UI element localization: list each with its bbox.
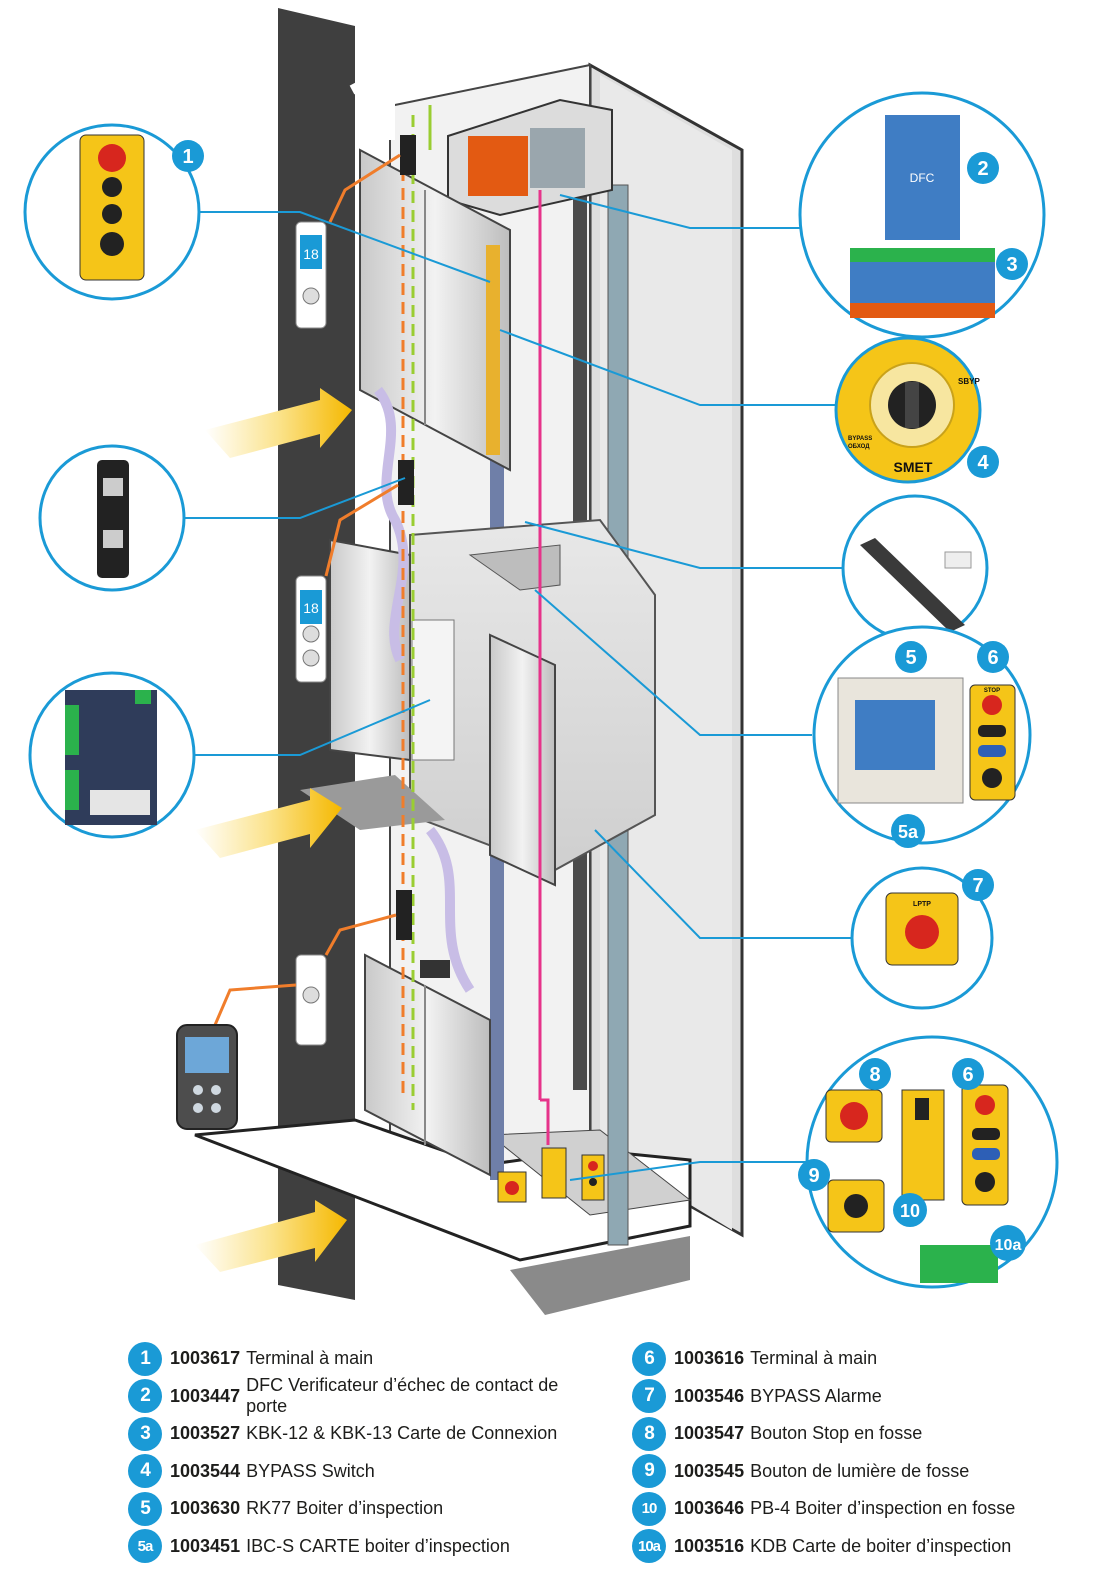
legend-item: 1 1003617 Terminal à main: [128, 1340, 598, 1378]
sbyp-label: SBYP: [958, 377, 980, 386]
part-code: 1003630: [170, 1498, 241, 1519]
callout-label: 5a: [898, 822, 919, 842]
part-description: KBK-12 & KBK-13 Carte de Connexion: [246, 1423, 558, 1444]
parts-legend-left: 1 1003617 Terminal à main 2 1003447 DFC …: [128, 1340, 598, 1565]
part-description: Bouton Stop en fosse: [750, 1423, 923, 1444]
legend-item: 6 1003616 Terminal à main: [632, 1340, 1100, 1378]
callout-label: 10: [900, 1201, 920, 1221]
stop-label: STOP: [984, 688, 1000, 694]
callout-circle-4: SMET SBYP BYPASS ОБХОД 4: [834, 336, 999, 484]
lptp-label: LPTP: [913, 901, 931, 908]
legend-item: 4 1003544 BYPASS Switch: [128, 1453, 598, 1491]
callout-label: 3: [1006, 254, 1017, 276]
landing-door-lower: [364, 953, 491, 1177]
bypass-label: BYPASS: [848, 436, 872, 442]
part-code: 1003617: [170, 1348, 241, 1369]
part-description: RK77 Boiter d’inspection: [246, 1498, 444, 1519]
floor-display-middle: 18: [303, 600, 319, 616]
pit-inspection-box-device: [541, 1147, 567, 1199]
legend-badge: 6: [632, 1341, 666, 1376]
legend-badge: 5: [128, 1491, 162, 1526]
landing-door-upper: [359, 148, 511, 472]
callout-label: 5: [905, 647, 916, 669]
legend-item: 7 1003546 BYPASS Alarme: [632, 1378, 1100, 1416]
part-description: Terminal à main: [246, 1348, 374, 1369]
part-code: 1003646: [674, 1498, 745, 1519]
legend-badge: 2: [128, 1379, 162, 1414]
legend-badge: 3: [128, 1416, 162, 1451]
callout-label: 8: [869, 1064, 880, 1086]
legend-badge: 5a: [128, 1529, 162, 1564]
part-description: BYPASS Switch: [246, 1460, 375, 1481]
callout-label: 2: [977, 158, 988, 180]
callout-circle-pit-devices: 8 6 9 10 10a: [798, 1035, 1059, 1289]
elevator-shaft-diagram: 18 18: [23, 8, 1059, 1315]
part-code: 1003544: [170, 1460, 241, 1481]
legend-badge: 8: [632, 1416, 666, 1451]
floor-display-upper: 18: [303, 246, 319, 262]
part-code: 1003447: [170, 1385, 241, 1406]
landing-door-middle: [329, 538, 411, 762]
door-lock-lower: [396, 890, 412, 940]
legend-item: 3 1003527 KBK-12 & KBK-13 Carte de Conne…: [128, 1415, 598, 1453]
entry-arrow-top: [205, 388, 352, 458]
callout-label: 10a: [995, 1237, 1022, 1254]
callout-label: 4: [977, 452, 989, 474]
door-lock-upper: [400, 135, 416, 175]
part-code: 1003545: [674, 1460, 745, 1481]
callout-label: 7: [972, 875, 983, 897]
part-description: Bouton de lumière de fosse: [750, 1460, 970, 1481]
callout-circle-2-3: DFC 2 3: [798, 91, 1046, 339]
callout-circle-7: LPTP 7: [850, 866, 994, 1010]
callout-label: 6: [987, 647, 998, 669]
legend-item: 9 1003545 Bouton de lumière de fosse: [632, 1453, 1100, 1491]
smet-label: SMET: [894, 459, 933, 475]
part-description: IBC-S CARTE boiter d’inspection: [246, 1535, 510, 1556]
part-code: 1003451: [170, 1535, 241, 1556]
legend-badge: 4: [128, 1454, 162, 1489]
legend-badge: 10: [632, 1491, 666, 1526]
legend-item: 10a 1003516 KDB Carte de boiter d’inspec…: [632, 1528, 1100, 1566]
callout-circle-5-6: STOP 5 6 5a: [812, 625, 1032, 848]
legend-badge: 10a: [632, 1529, 666, 1564]
parts-legend-right: 6 1003616 Terminal à main 7 1003546 BYPA…: [632, 1340, 1100, 1565]
callout-circle-control-board: [28, 671, 196, 839]
part-description: BYPASS Alarme: [750, 1385, 882, 1406]
legend-badge: 9: [632, 1454, 666, 1489]
part-description: PB-4 Boiter d’inspection en fosse: [750, 1498, 1016, 1519]
legend-item: 8 1003547 Bouton Stop en fosse: [632, 1415, 1100, 1453]
part-code: 1003527: [170, 1423, 241, 1444]
legend-badge: 7: [632, 1379, 666, 1414]
callout-circle-sensor: [841, 494, 989, 642]
callout-circle-door-lock: [38, 444, 186, 592]
part-description: KDB Carte de boiter d’inspection: [750, 1535, 1012, 1556]
callout-label: 9: [808, 1165, 819, 1187]
part-code: 1003616: [674, 1348, 745, 1369]
entry-arrow-bottom: [195, 1200, 347, 1272]
callout-label: 1: [182, 146, 193, 168]
door-lock-middle: [398, 460, 414, 505]
handheld-terminal: [176, 1024, 238, 1130]
part-description: Terminal à main: [750, 1348, 878, 1369]
legend-item: 5 1003630 RK77 Boiter d’inspection: [128, 1490, 598, 1528]
entry-arrow-middle: [195, 788, 342, 858]
legend-item: 10 1003646 PB-4 Boiter d’inspection en f…: [632, 1490, 1100, 1528]
dfc-label: DFC: [910, 171, 935, 185]
callout-label: 6: [962, 1064, 973, 1086]
part-code: 1003546: [674, 1385, 745, 1406]
legend-badge: 1: [128, 1341, 162, 1376]
legend-item: 5a 1003451 IBC-S CARTE boiter d’inspecti…: [128, 1528, 598, 1566]
part-description: DFC Verificateur d’échec de contact de p…: [246, 1375, 559, 1417]
legend-item: 2 1003447 DFC Verificateur d’échec de co…: [128, 1375, 598, 1417]
part-code: 1003547: [674, 1423, 745, 1444]
bypass-ru-label: ОБХОД: [848, 444, 870, 450]
part-code: 1003516: [674, 1535, 745, 1556]
callout-circle-1: 1: [23, 123, 204, 301]
